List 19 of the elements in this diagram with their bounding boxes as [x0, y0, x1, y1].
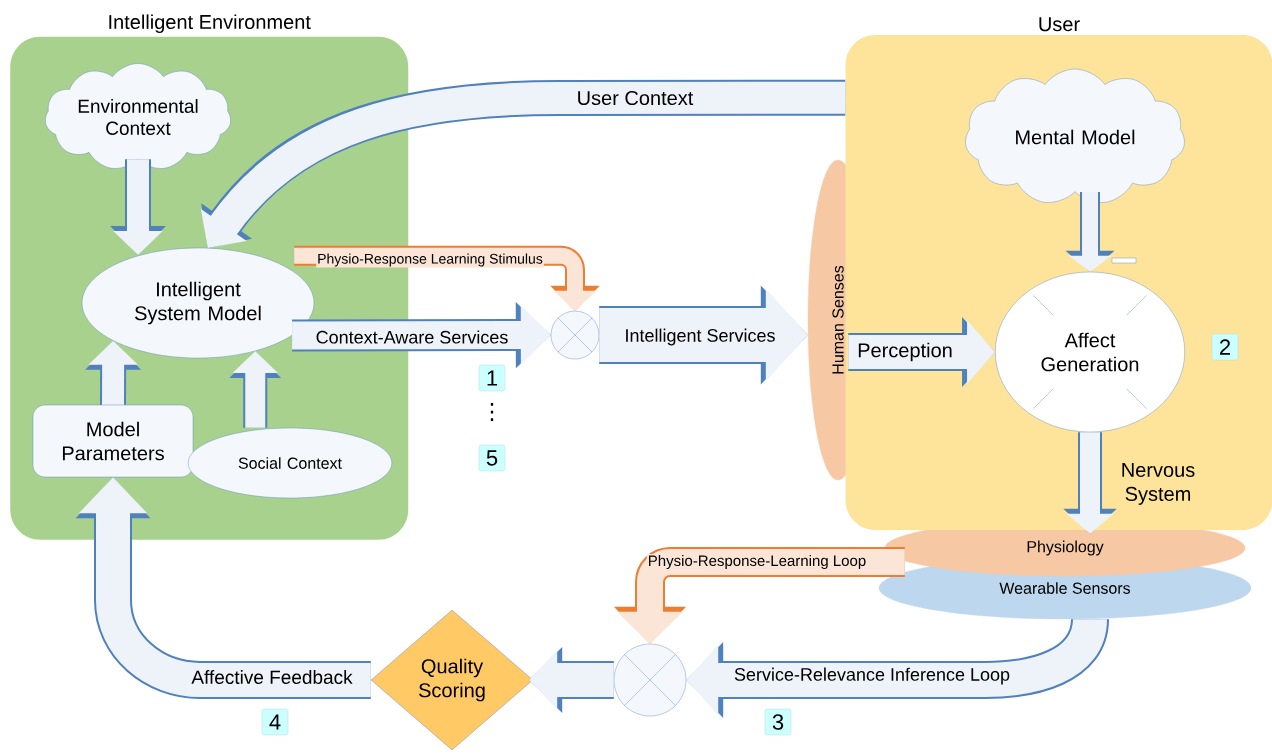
- node-label: Intelligent Environment: [109, 14, 311, 34]
- edge-label: Affective Feedback: [190, 669, 354, 685]
- callout-number: 1: [478, 364, 506, 392]
- edge-label: Context-Aware Services: [314, 329, 510, 345]
- edge-label: Physio-Response Learning Stimulus: [316, 252, 544, 268]
- thought-cloud: Mental Model: [965, 68, 1185, 203]
- parameter-box: Model Parameters: [32, 404, 194, 478]
- node-label: User: [1039, 17, 1080, 32]
- callout-number: 3: [764, 708, 792, 736]
- summing-junction: [550, 310, 600, 360]
- thought-cloud: Environmental Context: [45, 63, 231, 169]
- ellipsis-mark: ⋮: [490, 403, 494, 421]
- summing-junction: [613, 643, 687, 717]
- callout-number: 4: [261, 708, 289, 736]
- speech-bubble: Social Context: [188, 427, 393, 499]
- callout-number: 2: [1211, 333, 1239, 361]
- callout-number: 5: [478, 444, 506, 472]
- edge-label: Physio-Response-Learning Loop: [646, 554, 868, 570]
- edge-label: Nervous System: [1122, 463, 1195, 505]
